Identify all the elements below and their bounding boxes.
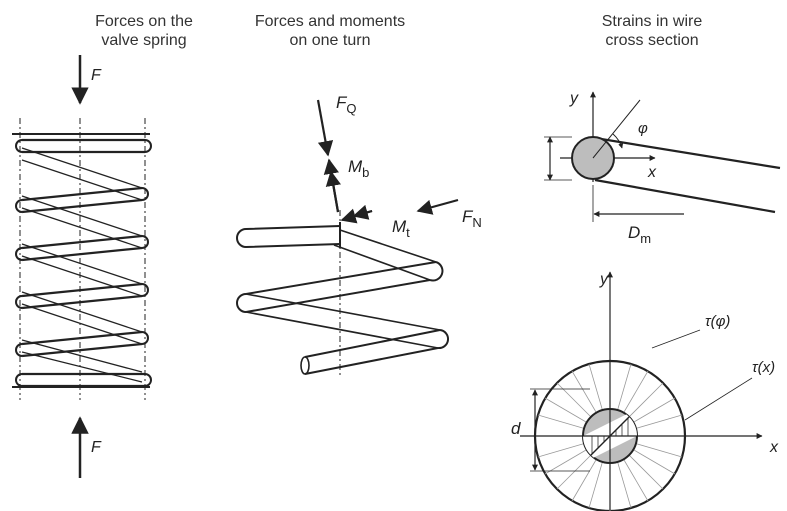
dm-label: Dm (628, 223, 651, 246)
strains-title-line1: Strains in wire (601, 13, 703, 30)
strains-title-line2: cross section (605, 32, 699, 49)
valve-spring-title: Forces on the valve spring (64, 12, 224, 50)
fn-arrow (416, 198, 459, 215)
mt-label: Mt (392, 217, 410, 240)
bottom-y-label: y (599, 271, 609, 288)
valve-spring-title-line1: Forces on the (95, 13, 193, 30)
force-label-bottom: F (91, 439, 102, 456)
stress-distribution (520, 271, 763, 511)
fn-label: FN (462, 207, 482, 230)
one-turn-title: Forces and moments on one turn (240, 12, 420, 50)
one-turn (236, 99, 459, 378)
d-label: d (511, 419, 521, 438)
phi-label: φ (638, 120, 648, 137)
one-turn-title-line1: Forces and moments (254, 13, 406, 30)
one-turn-title-line2: on one turn (289, 32, 371, 49)
fq-label: FQ (336, 93, 357, 116)
strains-title: Strains in wire cross section (562, 12, 742, 50)
valve-spring (12, 55, 152, 478)
wire-section-top (544, 91, 781, 222)
top-y-label: y (569, 90, 579, 107)
force-label-top: F (91, 67, 102, 84)
bottom-x-label: x (769, 439, 779, 456)
valve-spring-title-line2: valve spring (101, 32, 187, 49)
fq-arrow (316, 99, 334, 157)
tau-x-label: τ(x) (752, 359, 775, 376)
mb-label: Mb (348, 157, 369, 180)
tau-phi-label: τ(φ) (705, 313, 730, 330)
top-x-label: x (647, 164, 657, 181)
